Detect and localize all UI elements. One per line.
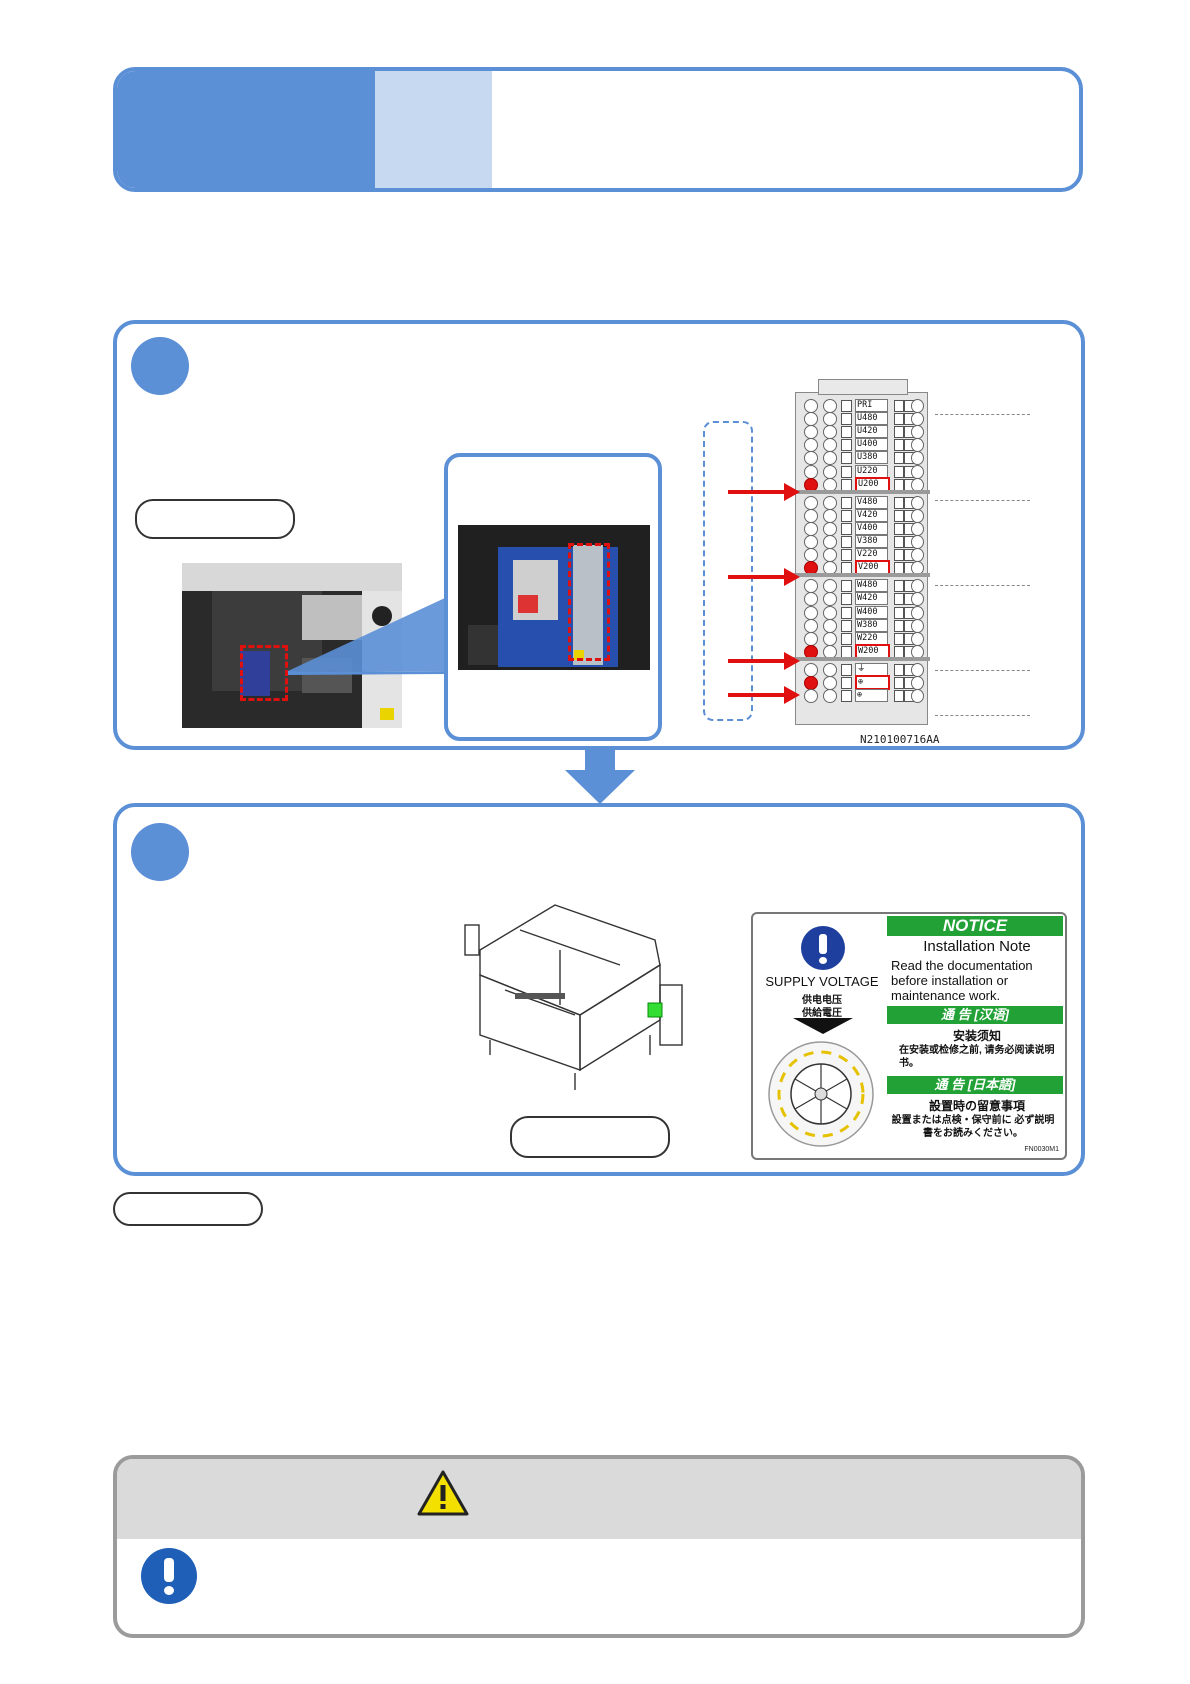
terminal-label: V480: [855, 495, 888, 509]
terminal-label: W220: [855, 631, 888, 645]
step-2-caption-pill: [510, 1116, 670, 1158]
notice-body-en: Read the documentation before installati…: [891, 958, 1033, 1003]
terminal-label: W480: [855, 579, 888, 593]
warning-header-band: [117, 1459, 1081, 1539]
terminal-label: V400: [855, 521, 888, 535]
terminal-row: U220: [796, 464, 927, 479]
zoom-detail-photo: [458, 525, 650, 670]
terminal-row: V400: [796, 521, 927, 536]
machine-photo-highlight: [240, 645, 288, 701]
arrow-w-phase: [728, 652, 800, 670]
terminal-row: U420: [796, 425, 927, 440]
terminal-row: U380: [796, 451, 927, 466]
header-band: [113, 67, 1083, 192]
terminal-label: ⊕: [855, 689, 888, 703]
terminal-highlight: [568, 543, 610, 661]
terminal-row: V200: [796, 560, 927, 576]
leader-line-4: [935, 670, 1030, 671]
notice-code: FN0030M1: [1024, 1146, 1059, 1153]
supply-voltage-caption-zh: 供电电压: [802, 995, 842, 1006]
terminal-row: V480: [796, 495, 927, 510]
leader-line-1: [935, 414, 1030, 415]
terminal-label: U480: [855, 412, 888, 426]
header-light-block: [375, 71, 492, 188]
terminal-block: PRI NOU480U420U400U380U220U200V480V420V4…: [793, 379, 930, 725]
terminal-label: U380: [855, 451, 888, 465]
notice-bar-zh: 通 告 [汉语]: [887, 1006, 1063, 1024]
notice-body-zh: 在安装或检修之前, 请务必阅读说明书。: [899, 1045, 1055, 1069]
arrow-u-phase: [728, 483, 800, 501]
terminal-label: W400: [855, 605, 888, 619]
terminal-label: W380: [855, 618, 888, 632]
notice-heading-ja: 設置時の留意事項: [928, 1099, 1025, 1113]
warning-box: [113, 1455, 1085, 1638]
supply-voltage-caption: SUPPLY VOLTAGE: [765, 974, 879, 989]
terminal-separator: [793, 573, 930, 578]
terminal-row: W480: [796, 579, 927, 594]
terminal-row: W380: [796, 618, 927, 633]
step-1-circle: [131, 337, 189, 395]
terminal-row: V420: [796, 508, 927, 523]
voltage-dial-icon: [768, 1041, 874, 1147]
exclamation-icon: [801, 926, 845, 970]
note-pill: [113, 1192, 263, 1226]
terminal-row: ⊕: [796, 689, 927, 704]
notice-bar-ja: 通 告 [日本語]: [887, 1076, 1063, 1094]
mandatory-exclamation-icon: [141, 1548, 197, 1604]
header-dark-block: [117, 71, 375, 188]
notice-label: SUPPLY VOLTAGE 供电电压 供給電圧 NOTICE Installa…: [751, 912, 1067, 1160]
notice-heading-zh: 安装须知: [952, 1029, 1001, 1043]
leader-line-2: [935, 500, 1030, 501]
terminal-label: W420: [855, 592, 888, 606]
warning-triangle-icon: [417, 1470, 469, 1516]
step-1-caption-pill: [135, 499, 295, 539]
terminal-row: U480: [796, 412, 927, 427]
terminal-row: PRI NO: [796, 399, 927, 421]
terminal-label: V380: [855, 535, 888, 548]
terminal-label: V420: [855, 508, 888, 522]
terminal-row: ⊕: [796, 675, 927, 690]
flow-arrow-down: [565, 746, 635, 804]
leader-line-3: [935, 585, 1030, 586]
terminal-row: U400: [796, 438, 927, 453]
notice-heading: Installation Note: [923, 938, 1031, 955]
terminal-label: U400: [855, 438, 888, 452]
terminal-label: U220: [855, 464, 888, 478]
leader-line-5: [935, 715, 1030, 716]
terminal-row: V220: [796, 548, 927, 563]
terminal-row: W200: [796, 643, 927, 659]
arrow-ground: [728, 686, 800, 704]
terminal-row: W220: [796, 631, 927, 646]
terminal-label: ⊕: [855, 675, 890, 690]
figure-code: N210100716AA: [860, 733, 940, 746]
step-2-circle: [131, 823, 189, 881]
terminal-separator: [793, 656, 930, 661]
terminal-row: V380: [796, 535, 927, 549]
terminal-row: ⏚: [796, 662, 927, 677]
notice-title: NOTICE: [887, 916, 1063, 936]
arrow-v-phase: [728, 568, 800, 586]
supply-voltage-caption-ja: 供給電圧: [802, 1008, 842, 1019]
input-bracket: [703, 421, 753, 721]
terminal-label: PRI NO: [855, 399, 888, 421]
terminal-row: W420: [796, 592, 927, 607]
terminal-separator: [793, 489, 930, 494]
terminal-label: U420: [855, 425, 888, 439]
down-triangle-icon: [793, 1018, 853, 1034]
terminal-row: U200: [796, 476, 927, 492]
terminal-label: ⏚: [855, 662, 888, 676]
machine-drawing: [464, 904, 683, 1090]
terminal-label: V220: [855, 548, 888, 562]
terminal-row: W400: [796, 605, 927, 620]
notice-body-ja: 設置または点検・保守前に 必ず説明書をお読みください。: [891, 1115, 1055, 1139]
